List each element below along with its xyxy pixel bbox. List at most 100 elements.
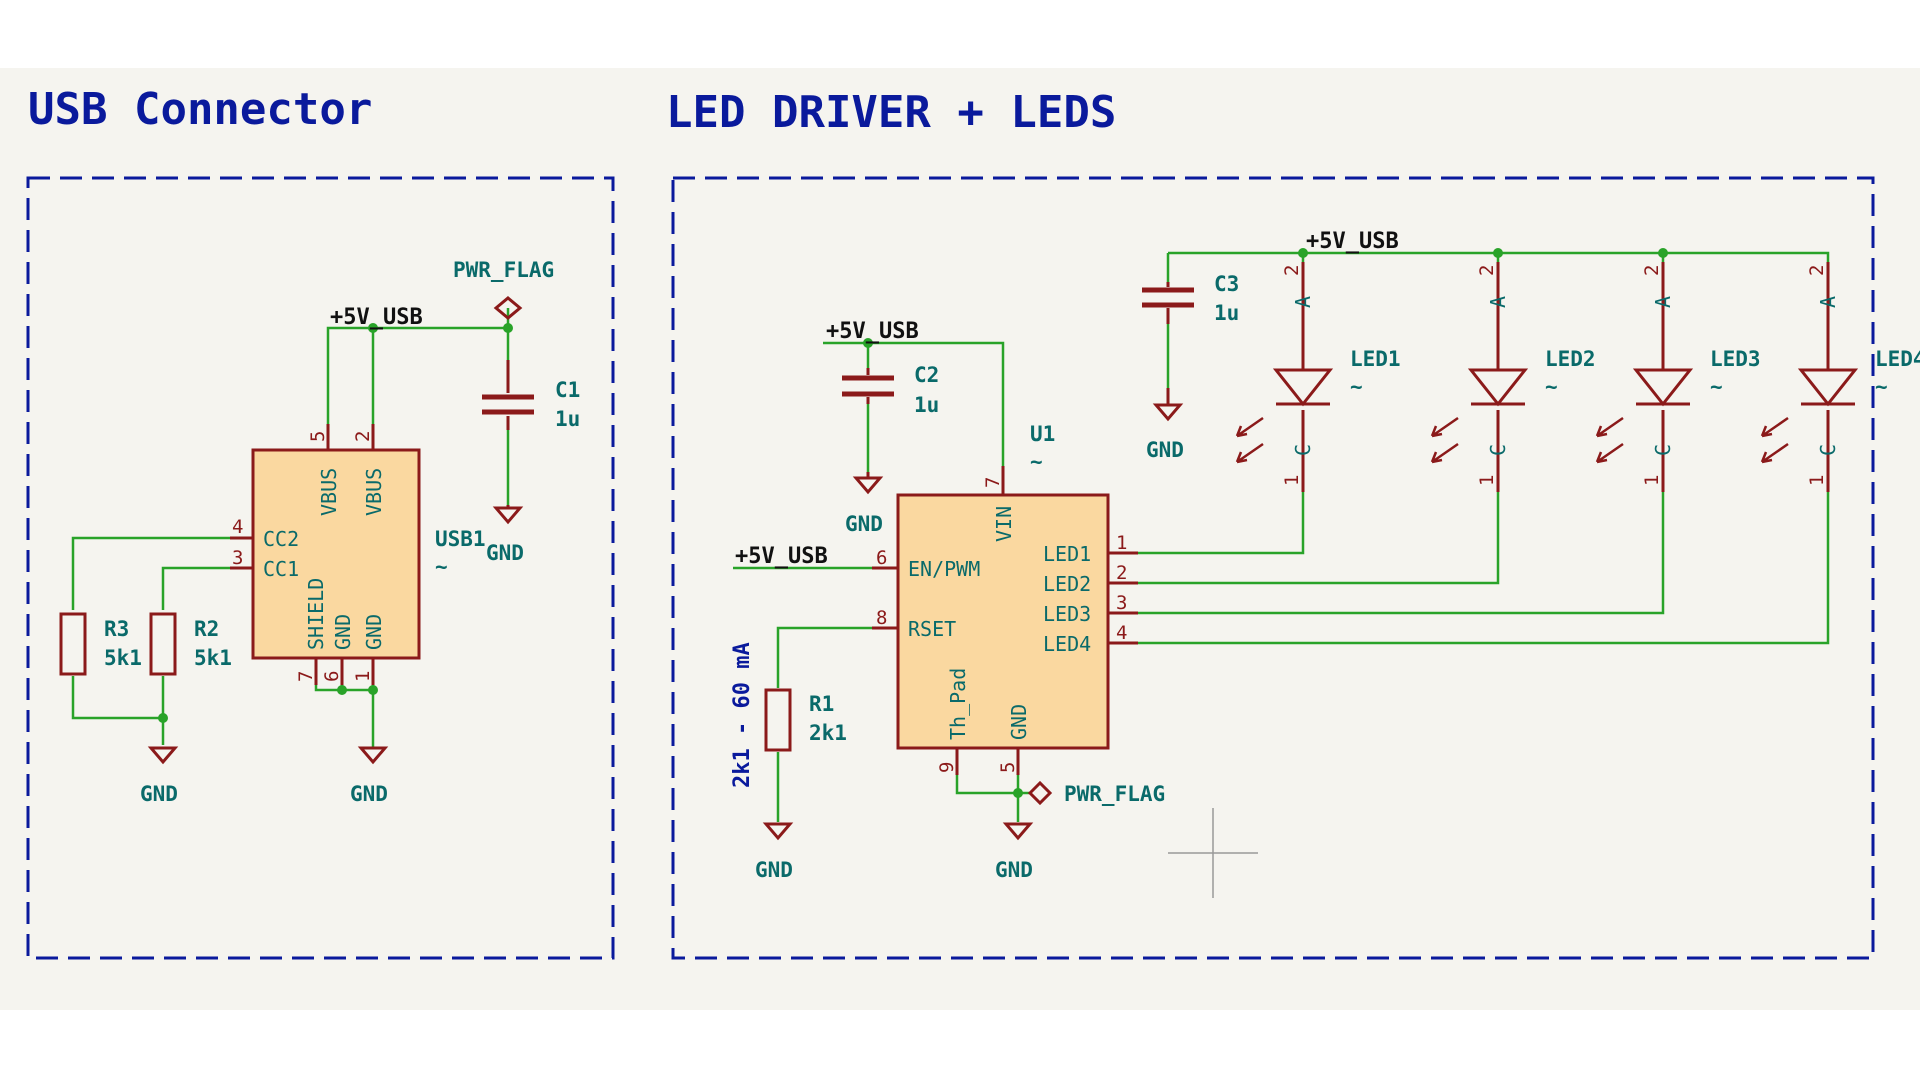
r3-body — [59, 612, 87, 676]
wire-vusb-rail — [1168, 251, 1830, 262]
gnd-symbol — [357, 746, 389, 765]
usb-section: +5V_USB PWR_FLAG VBUS VBUS CC2 CC1 SHIEL… — [59, 258, 580, 806]
driver-pin-name: RSET — [908, 617, 956, 641]
junction-dot — [158, 713, 168, 723]
led-cathode-label: C — [1291, 444, 1315, 456]
usb-pin-name: SHIELD — [304, 578, 328, 650]
wire-rset — [776, 626, 872, 822]
c1-ref: C1 — [555, 378, 580, 402]
r2-ref: R2 — [194, 617, 219, 641]
gnd-label: GND — [755, 858, 793, 882]
net-label-vusb: +5V_USB — [735, 544, 828, 569]
gnd-symbol — [147, 746, 179, 765]
driver-pin-name: Th_Pad — [946, 668, 970, 740]
led-anode-pin-number: 2 — [1281, 265, 1303, 276]
led-value: ~ — [1350, 375, 1363, 399]
usb-pin-number: 4 — [232, 516, 243, 538]
wire-vbus5 — [326, 326, 510, 443]
net-label-vusb: +5V_USB — [1306, 229, 1399, 254]
r3-value: 5k1 — [104, 646, 142, 670]
crosshair-cursor — [1168, 808, 1258, 898]
usb-pin-number: 7 — [295, 671, 317, 682]
led-emission-arrows — [1430, 416, 1459, 464]
led-anode-label: A — [1486, 296, 1510, 308]
led-diode-triangle — [1632, 368, 1694, 407]
net-label-vusb: +5V_USB — [826, 319, 919, 344]
pwr-flag-symbol — [493, 296, 523, 320]
gnd-label: GND — [350, 782, 388, 806]
gnd-label: GND — [845, 512, 883, 536]
led-driver-ref: U1 — [1030, 422, 1055, 446]
wire-vin — [823, 341, 1005, 466]
wire-cc1 — [161, 566, 250, 610]
driver-pin-number: 5 — [997, 762, 1019, 773]
usb-pin-name: VBUS — [362, 468, 386, 516]
gnd-symbol — [762, 822, 794, 841]
usb-connector-body — [251, 448, 421, 660]
r1-value: 2k1 — [809, 721, 847, 745]
junction-dot — [1298, 248, 1308, 258]
pwr-flag-symbol — [1027, 780, 1053, 806]
led-anode-pin-number: 2 — [1641, 265, 1663, 276]
gnd-label: GND — [486, 541, 524, 565]
junction-dot — [1658, 248, 1668, 258]
driver-pin-number: 2 — [1116, 562, 1127, 584]
usb-connector-ref: USB1 — [435, 527, 486, 551]
r3-ref: R3 — [104, 617, 129, 641]
gnd-label: GND — [995, 858, 1033, 882]
r1-body — [764, 688, 792, 752]
junction-dot — [368, 323, 378, 333]
usb-connector-value: ~ — [435, 555, 448, 579]
driver-pin-name: LED2 — [1043, 572, 1091, 596]
led-value: ~ — [1545, 375, 1558, 399]
wire-led3 — [1138, 492, 1665, 615]
led-section-frame — [671, 176, 1875, 960]
wire-led1 — [1138, 492, 1305, 555]
led-anode-pin-number: 2 — [1476, 265, 1498, 276]
led-anode-label: A — [1651, 296, 1675, 308]
junction-dot — [337, 685, 347, 695]
rset-current-note: 2k1 - 60 mA — [730, 642, 755, 788]
driver-pin-name: LED4 — [1043, 632, 1091, 656]
junction-dot — [1493, 248, 1503, 258]
led-cathode-pin-number: 1 — [1641, 475, 1663, 486]
junction-dot — [1013, 788, 1023, 798]
led-cathode-label: C — [1486, 444, 1510, 456]
pwr-flag-label: PWR_FLAG — [1064, 782, 1165, 806]
led-value: ~ — [1710, 375, 1723, 399]
usb-pin-name: GND — [362, 614, 386, 650]
led-ref: LED3 — [1710, 347, 1761, 371]
wire-cc2 — [71, 536, 250, 610]
junction-dot — [503, 323, 513, 333]
r2-value: 5k1 — [194, 646, 232, 670]
driver-pin-number: 9 — [936, 762, 958, 773]
usb-pin-name: CC1 — [263, 557, 299, 581]
led-ref: LED1 — [1350, 347, 1401, 371]
led-diode-triangle — [1467, 368, 1529, 407]
usb-pin-number: 6 — [321, 671, 343, 682]
led-diode-triangle — [1272, 368, 1334, 407]
driver-pin-number: 4 — [1116, 622, 1127, 644]
led-driver-value: ~ — [1030, 450, 1043, 474]
driver-pin-name: LED1 — [1043, 542, 1091, 566]
usb-section-frame — [26, 176, 615, 960]
gnd-symbol — [1002, 822, 1034, 841]
section-title-usb: USB Connector — [28, 84, 372, 135]
driver-pin-name: VIN — [992, 506, 1016, 542]
usb-pin-number: 2 — [352, 431, 374, 442]
driver-pin-name: GND — [1007, 704, 1031, 740]
driver-pin-number: 6 — [876, 547, 887, 569]
c2-ref: C2 — [914, 363, 939, 387]
led-cathode-pin-number: 1 — [1281, 475, 1303, 486]
led-driver-body — [896, 493, 1110, 750]
c2-value: 1u — [914, 393, 939, 417]
usb-pin-name: GND — [331, 614, 355, 650]
wire-led2 — [1138, 492, 1500, 585]
driver-pin-number: 3 — [1116, 592, 1127, 614]
led-cathode-pin-number: 1 — [1806, 475, 1828, 486]
